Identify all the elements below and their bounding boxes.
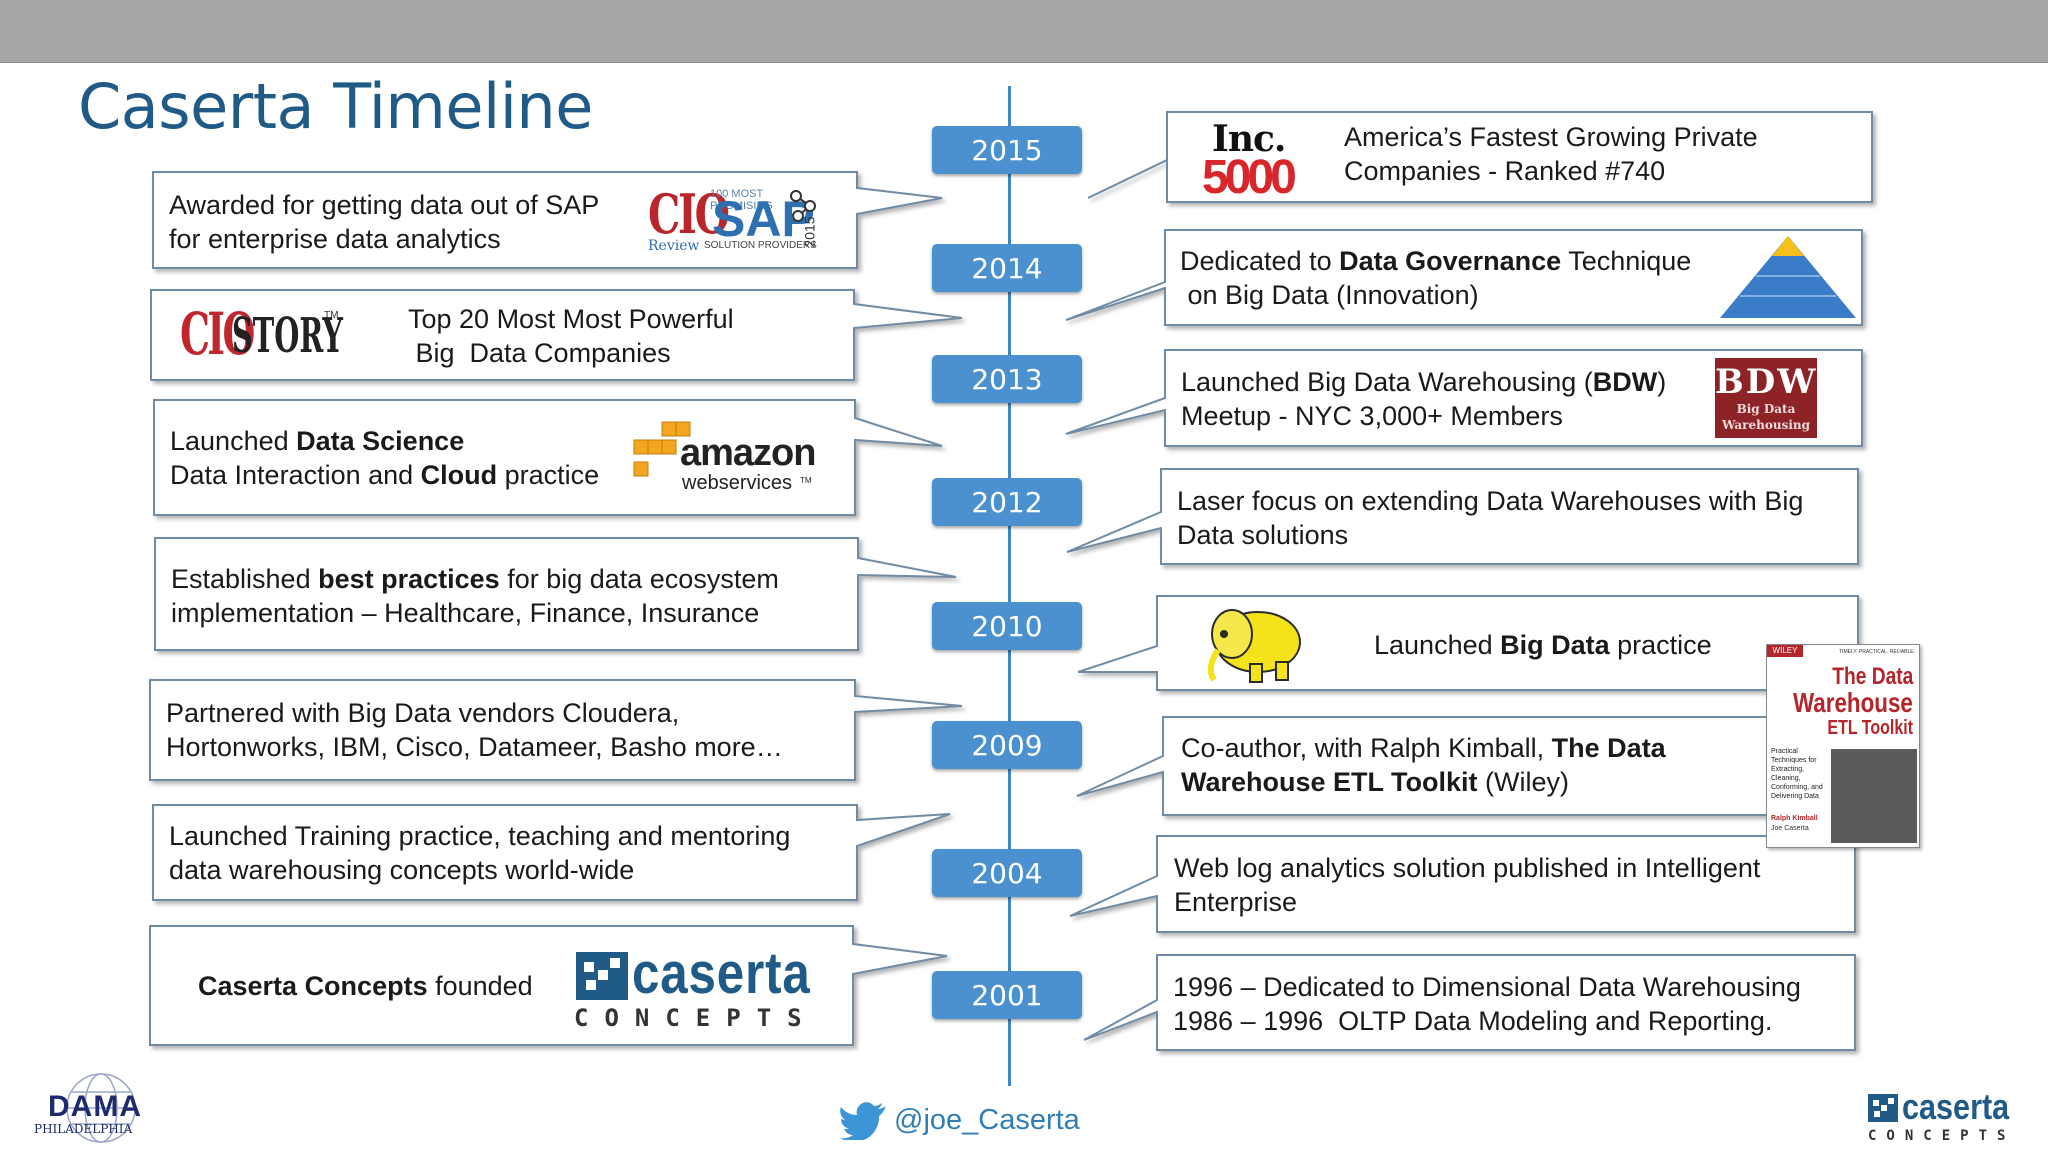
right-event-8-text: 1996 – Dedicated to Dimensional Data War…: [1173, 972, 1801, 1036]
year-2010: 2010: [932, 602, 1082, 650]
year-2009: 2009: [932, 721, 1082, 769]
right-event-7-text: Web log analytics solution published in …: [1174, 853, 1761, 917]
bdw-logo: BDW Big Data Warehousing: [1715, 358, 1817, 438]
callout-left-1: [152, 171, 943, 269]
callout-right-8: [1083, 954, 1856, 1051]
callout-left-6: [152, 804, 951, 901]
year-2014: 2014: [932, 244, 1082, 292]
dama-philadelphia-logo: DAMA PHILADELPHIA: [34, 1070, 166, 1146]
right-event-3-text: Launched Big Data Warehousing (BDW) Meet…: [1181, 367, 1667, 431]
etl-toolkit-book-cover: WILEY TIMELY. PRACTICAL. RELIABLE. The D…: [1766, 644, 1920, 848]
caserta-mark-icon: [576, 952, 628, 1000]
left-event-3-text: Launched Data Science Data Interaction a…: [170, 426, 600, 490]
callout-left-7: [149, 925, 948, 1046]
top-bar: [0, 0, 2048, 63]
callout-right-1: [1087, 111, 1873, 203]
left-event-5-text: Partnered with Big Data vendors Cloudera…: [166, 698, 783, 762]
caserta-concepts-logo: caserta CONCEPTS: [574, 941, 818, 1032]
year-2013: 2013: [932, 355, 1082, 403]
callout-right-2: [1065, 229, 1863, 326]
year-2004: 2004: [932, 849, 1082, 897]
year-2001: 2001: [932, 971, 1082, 1019]
right-event-6-text: Co-author, with Ralph Kimball, The Data …: [1181, 733, 1666, 797]
inc-5000-logo: Inc. 5000: [1202, 118, 1297, 204]
amazon-web-services-logo: amazon webservices TM: [628, 418, 828, 498]
caserta-footer-logo: caserta CONCEPTS: [1868, 1086, 2016, 1144]
governance-pyramid-icon: [1720, 236, 1856, 318]
book-photo: [1831, 749, 1917, 843]
twitter-handle-text: @joe_Caserta: [894, 1103, 1080, 1136]
callout-right-3: [1065, 349, 1863, 447]
left-event-6-text: Launched Training practice, teaching and…: [169, 821, 791, 885]
callout-right-7: [1069, 835, 1856, 933]
hadoop-elephant-icon: [1207, 609, 1301, 683]
left-event-2-text: Top 20 Most Most Powerful Big Data Compa…: [408, 304, 734, 368]
globe-icon: [66, 1073, 136, 1143]
timeline-axis: [1008, 86, 1011, 1086]
caserta-footer-mark-icon: [1868, 1094, 1898, 1122]
callout-left-5: [149, 679, 963, 781]
right-event-2-text: Dedicated to Data Governance Technique o…: [1180, 246, 1692, 310]
slide-title: Caserta Timeline: [78, 70, 593, 143]
year-2012: 2012: [932, 478, 1082, 526]
cio-review-logo: CIO 100 MOST PROMISING SAP Review SOLUTI…: [648, 182, 818, 254]
right-event-4-text: Laser focus on extending Data Warehouses…: [1177, 486, 1804, 550]
callout-left-4: [154, 537, 957, 651]
molecule-icon: [790, 190, 816, 222]
aws-boxes-icon: [633, 421, 691, 477]
twitter-bird-icon: [840, 1102, 886, 1140]
right-event-5-text: Launched Big Data practice: [1374, 630, 1712, 660]
cio-story-logo: CIO STORY TM: [180, 300, 343, 368]
callout-right-4: [1066, 468, 1859, 565]
twitter-handle[interactable]: @joe_Caserta: [840, 1100, 1080, 1140]
year-2015: 2015: [932, 126, 1082, 174]
left-event-7-text: Caserta Concepts founded: [198, 971, 533, 1001]
left-event-4-text: Established best practices for big data …: [171, 564, 779, 628]
callout-left-2: [150, 289, 963, 381]
